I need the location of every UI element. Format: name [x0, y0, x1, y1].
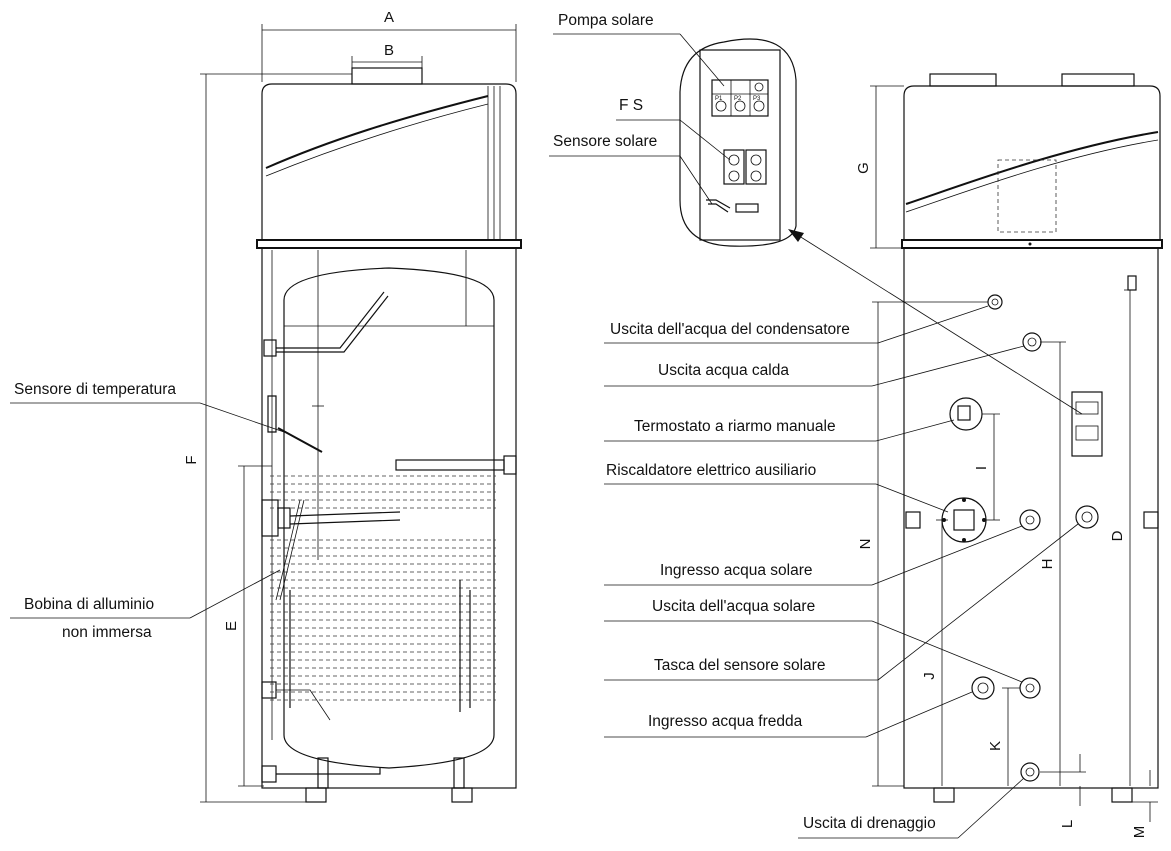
dim-G: G — [855, 162, 872, 174]
dim-D: D — [1109, 530, 1126, 541]
side-head-casing — [903, 85, 1161, 241]
foot-left — [305, 787, 327, 803]
foot-right — [451, 787, 473, 803]
label-solar-sensor-pocket: Tasca del sensore solare — [654, 657, 825, 674]
control-panel — [1071, 391, 1103, 457]
dim-A: A — [384, 9, 394, 26]
top-outlet-collar — [351, 67, 423, 85]
dim-H: H — [1039, 559, 1056, 570]
dim-I: I — [973, 466, 990, 470]
terminal-p3: P3 — [753, 96, 761, 102]
dim-L: L — [1059, 820, 1076, 828]
label-hot-water-outlet: Uscita acqua calda — [658, 362, 789, 379]
label-fs: F S — [619, 97, 643, 114]
dim-K: K — [987, 741, 1004, 751]
dim-M: M — [1131, 826, 1148, 839]
label-solar-pump: Pompa solare — [558, 12, 654, 29]
label-manual-reset-thermostat: Termostato a riarmo manuale — [634, 418, 836, 435]
separator-band — [256, 239, 522, 249]
detail-bubble — [679, 38, 797, 247]
left-unit-view: A B F E Sensore di temperatura Bobina di… — [10, 9, 522, 803]
label-solar-water-outlet: Uscita dell'acqua solare — [652, 598, 815, 615]
head-curve-band — [265, 95, 489, 169]
head-casing — [261, 83, 517, 241]
terminal-p1: P1 — [715, 96, 723, 102]
right-unit-view: G N I J H K D L M — [604, 73, 1163, 839]
label-drain-outlet: Uscita di drenaggio — [803, 815, 936, 832]
dim-E: E — [223, 621, 240, 631]
label-solar-water-inlet: Ingresso acqua solare — [660, 562, 813, 579]
terminal-p2: P2 — [734, 96, 742, 102]
dim-F: F — [183, 455, 200, 464]
storage-tank — [283, 267, 495, 769]
condenser-coil — [270, 475, 496, 712]
label-solar-sensor: Sensore solare — [553, 133, 657, 150]
label-auxiliary-heater: Riscaldatore elettrico ausiliario — [606, 462, 816, 479]
label-temperature-sensor: Sensore di temperatura — [14, 381, 176, 398]
label-cold-water-inlet: Ingresso acqua fredda — [648, 713, 803, 730]
label-coil-line2: non immersa — [62, 624, 152, 641]
dim-J: J — [921, 672, 938, 680]
dim-B: B — [384, 42, 394, 59]
label-coil-line1: Bobina di alluminio — [24, 596, 154, 613]
control-detail-callout: P1 P2 P3 Pompa solare F S Sensore solare — [549, 12, 1083, 415]
detail-pointer-arrow — [795, 233, 1083, 415]
dim-N: N — [857, 539, 874, 550]
label-condenser-outlet: Uscita dell'acqua del condensatore — [610, 321, 850, 338]
